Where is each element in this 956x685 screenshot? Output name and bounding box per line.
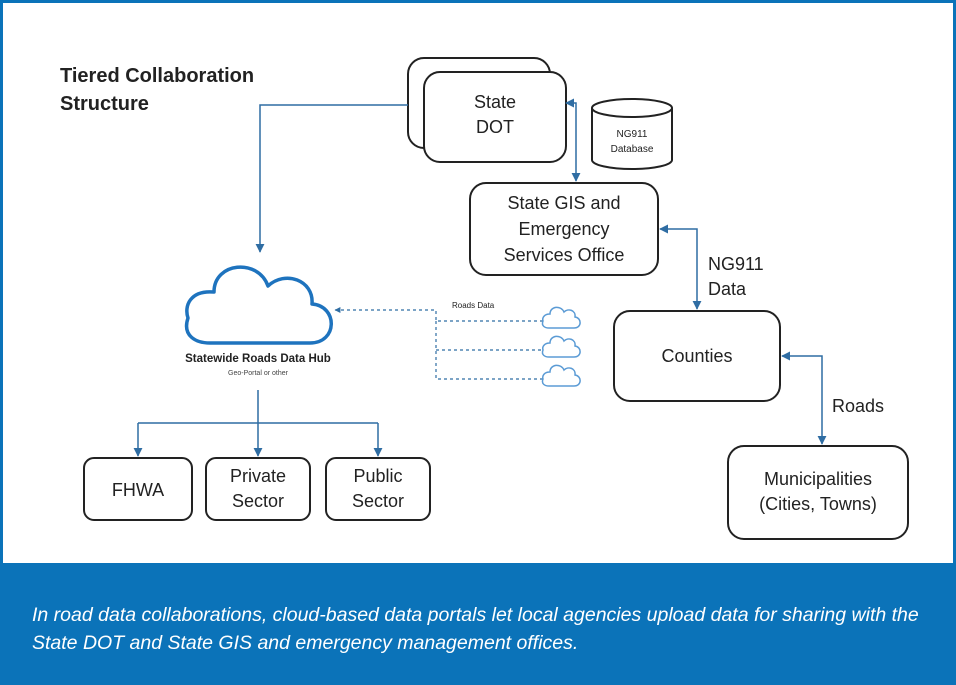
- ng911-data-label-line1: NG911: [708, 254, 764, 274]
- state-gis-box: [469, 182, 659, 276]
- hub-tree-connector: [138, 390, 378, 424]
- small-cloud-icon: [541, 364, 581, 387]
- ng911-database-label-line1: NG911: [617, 129, 648, 140]
- hub-subtitle: Geo-Portal or other: [228, 370, 289, 377]
- figure-caption: In road data collaborations, cloud-based…: [32, 604, 919, 654]
- private-sector-label-line1: Private: [230, 466, 286, 486]
- public-sector-label-line1: Public: [353, 466, 402, 486]
- ng911-database-label-line2: Database: [611, 144, 654, 155]
- hub-title: Statewide Roads Data Hub: [185, 353, 331, 365]
- ng911-database-icon: [591, 98, 673, 170]
- small-cloud-icon: [541, 306, 581, 329]
- gis-counties-connector: [659, 224, 702, 310]
- counties-municipalities-connector: [781, 351, 827, 445]
- diagram-title-line2: Structure: [60, 93, 149, 115]
- dot-hub-connector: [255, 104, 408, 253]
- fhwa-label: FHWA: [112, 480, 164, 500]
- counties-label: Counties: [661, 346, 732, 366]
- roads-label: Roads: [832, 396, 884, 416]
- state-gis-label-line2: Emergency: [518, 219, 609, 239]
- counties-box: [613, 310, 781, 402]
- public-sector-label-line2: Sector: [352, 491, 404, 511]
- cloud-hub-icon: [184, 265, 333, 345]
- state-dot-label-line2: DOT: [476, 117, 514, 137]
- dot-gis-connector: [565, 98, 581, 182]
- diagram-title-line1: Tiered Collaboration: [60, 65, 254, 87]
- municipalities-label-line1: Municipalities: [764, 469, 872, 489]
- state-gis-label-line3: Services Office: [504, 245, 625, 265]
- collaboration-diagram: Tiered Collaboration Structure State DOT…: [60, 57, 909, 540]
- caption-bar: [0, 563, 956, 685]
- ng911-data-label-line2: Data: [708, 279, 747, 299]
- public-sector-box: [325, 457, 431, 521]
- roads-data-label: Roads Data: [452, 301, 495, 310]
- fhwa-box: [83, 457, 193, 521]
- state-gis-label-line1: State GIS and: [507, 193, 620, 213]
- roads-data-connector: [334, 307, 543, 322]
- municipalities-box: [727, 445, 909, 540]
- municipalities-label-line2: (Cities, Towns): [759, 494, 877, 514]
- private-sector-label-line2: Sector: [232, 491, 284, 511]
- private-sector-box: [205, 457, 311, 521]
- state-dot-label-line1: State: [474, 92, 516, 112]
- small-cloud-icon: [541, 335, 581, 358]
- roads-data-connector-2: [435, 321, 543, 380]
